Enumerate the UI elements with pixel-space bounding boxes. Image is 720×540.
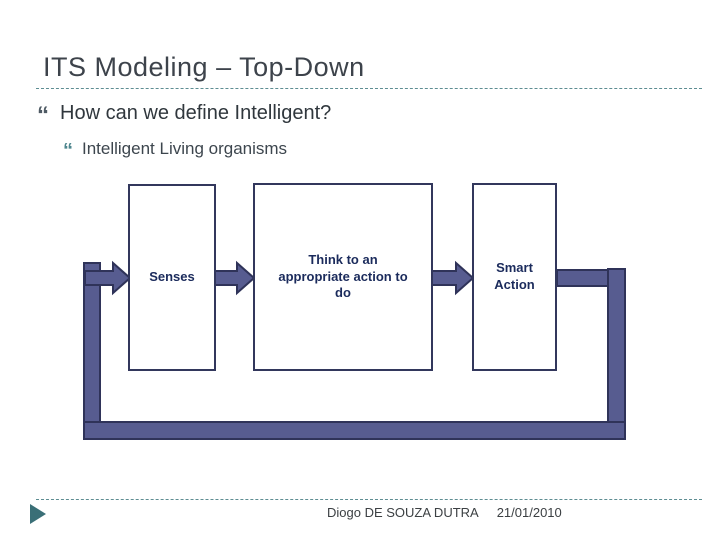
box-label-line: Think to an [308, 251, 378, 267]
page-title: ITS Modeling – Top-Down [43, 52, 365, 82]
diagram-box-smart-action: Smart Action [472, 183, 557, 371]
footer-date: 21/01/2010 [496, 505, 562, 520]
bullet-item-level2: “ Intelligent Living organisms [63, 139, 287, 161]
box-label-line: Smart [496, 260, 533, 276]
quote-bullet-icon: “ [63, 140, 73, 162]
box-label: Think to an appropriate action to do [268, 252, 418, 303]
footer: Diogo DE SOUZA DUTRA 21/01/2010 [327, 505, 562, 520]
bullet-text: How can we define Intelligent? [60, 102, 332, 124]
loop-right-vertical-bar [607, 268, 626, 440]
box-label-line: appropriate action to [278, 268, 408, 284]
title-divider [36, 88, 702, 89]
footer-arrow-icon [30, 504, 46, 524]
arrow-think-to-smart-icon [431, 260, 475, 296]
diagram-box-think: Think to an appropriate action to do [253, 183, 433, 371]
box-label: Smart Action [494, 260, 534, 294]
diagram-box-senses: Senses [128, 184, 216, 371]
bullet-item-level1: “ How can we define Intelligent? [37, 102, 331, 128]
loop-bottom-bar [83, 421, 626, 440]
footer-divider [36, 499, 702, 500]
box-label: Senses [149, 269, 195, 286]
arrow-into-senses-icon [84, 260, 132, 296]
quote-bullet-icon: “ [37, 102, 49, 129]
footer-author: Diogo DE SOUZA DUTRA [327, 505, 479, 520]
loop-left-vertical-bar [83, 262, 101, 440]
arrow-senses-to-think-icon [213, 260, 256, 296]
box-label-line: do [335, 285, 351, 301]
box-label-line: Senses [149, 269, 195, 285]
bullet-text: Intelligent Living organisms [82, 139, 288, 158]
box-label-line: Action [494, 277, 535, 292]
